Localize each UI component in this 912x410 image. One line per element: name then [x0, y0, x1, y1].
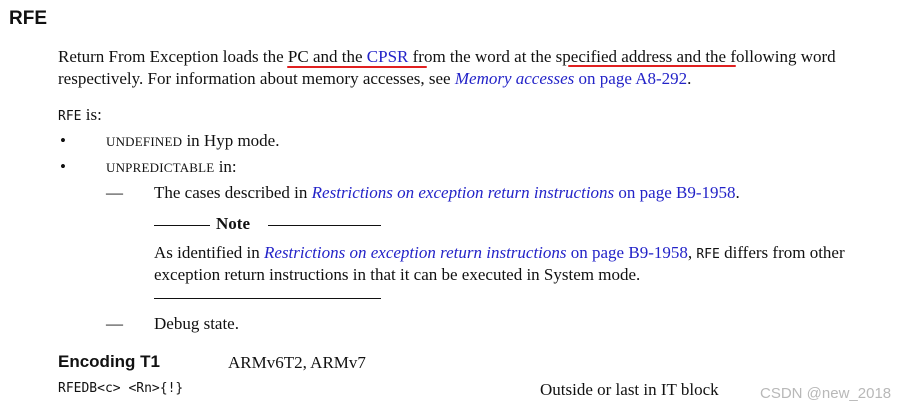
bullet-item-undefined: UNDEFINED in Hyp mode.	[106, 131, 279, 151]
note-line-1: As identified in Restrictions on excepti…	[154, 243, 845, 263]
memory-accesses-link[interactable]: Memory accesses	[454, 69, 575, 88]
red-underline-pc-cpsr	[287, 66, 427, 68]
note-rule-right	[268, 225, 381, 226]
encoding-condition: Outside or last in IT block	[540, 380, 719, 399]
restrictions-page-link[interactable]: on page B9-1958	[614, 183, 736, 202]
note-restrictions-link[interactable]: Restrictions on exception return instruc…	[264, 243, 567, 262]
intro-text: d the following word	[692, 47, 836, 66]
intro-line-1: Return From Exception loads the PC and t…	[58, 47, 836, 67]
dash-marker: —	[106, 314, 123, 333]
rfe-code: RFE	[58, 109, 82, 124]
memory-accesses-page-link[interactable]: on page A8-292	[574, 69, 688, 88]
subitem-text: The cases described in	[154, 183, 312, 202]
bullet-marker: •	[60, 157, 66, 176]
intro-text: from the word at th	[408, 47, 544, 66]
rfe-is-text: is:	[81, 105, 102, 124]
note-line-2: exception return instructions in that it…	[154, 265, 641, 284]
rfe-is-line: RFE is:	[58, 105, 102, 125]
intro-line-2: respectively. For information about memo…	[58, 69, 691, 89]
restrictions-link[interactable]: Restrictions on exception return instruc…	[311, 183, 615, 202]
note-rule-bottom	[154, 298, 381, 299]
note-rule-left	[154, 225, 210, 226]
subitem-debug-state: Debug state.	[154, 314, 239, 333]
note-text: ,	[687, 243, 697, 262]
bullet-item-unpredictable: UNPREDICTABLE in:	[106, 157, 237, 177]
note-text: As identified in	[154, 243, 265, 262]
encoding-label: Encoding T1	[58, 352, 160, 371]
intro-text: e PC and the	[276, 47, 367, 66]
subitem-text: .	[735, 183, 740, 202]
undefined-smallcaps: UNDEFINED	[106, 134, 183, 149]
watermark: CSDN @new_2018	[760, 385, 892, 402]
note-rfe-code: RFE	[696, 247, 720, 262]
bullet-text: in:	[214, 157, 237, 176]
bullet-text: in Hyp mode.	[182, 131, 280, 150]
intro-text: respectively. For information about memo…	[58, 69, 455, 88]
encoding-arch: ARMv6T2, ARMv7	[228, 353, 366, 372]
note-title: Note	[216, 214, 250, 233]
subitem-restrictions: The cases described in Restrictions on e…	[154, 183, 740, 203]
page-title: RFE	[9, 8, 47, 29]
note-restrictions-page-link[interactable]: on page B9-1958	[566, 243, 688, 262]
red-underline-specified-address	[568, 65, 736, 67]
dash-marker: —	[106, 183, 123, 202]
bullet-marker: •	[60, 131, 66, 150]
cpsr-link[interactable]: CPSR	[366, 47, 409, 66]
encoding-syntax: RFEDB<c> <Rn>{!}	[58, 381, 184, 396]
intro-text: Return From Exception loads th	[58, 47, 277, 66]
unpredictable-smallcaps: UNPREDICTABLE	[106, 160, 215, 175]
note-text: differs from other	[719, 243, 845, 262]
intro-text: e specified address an	[543, 47, 693, 66]
intro-text: .	[687, 69, 692, 88]
